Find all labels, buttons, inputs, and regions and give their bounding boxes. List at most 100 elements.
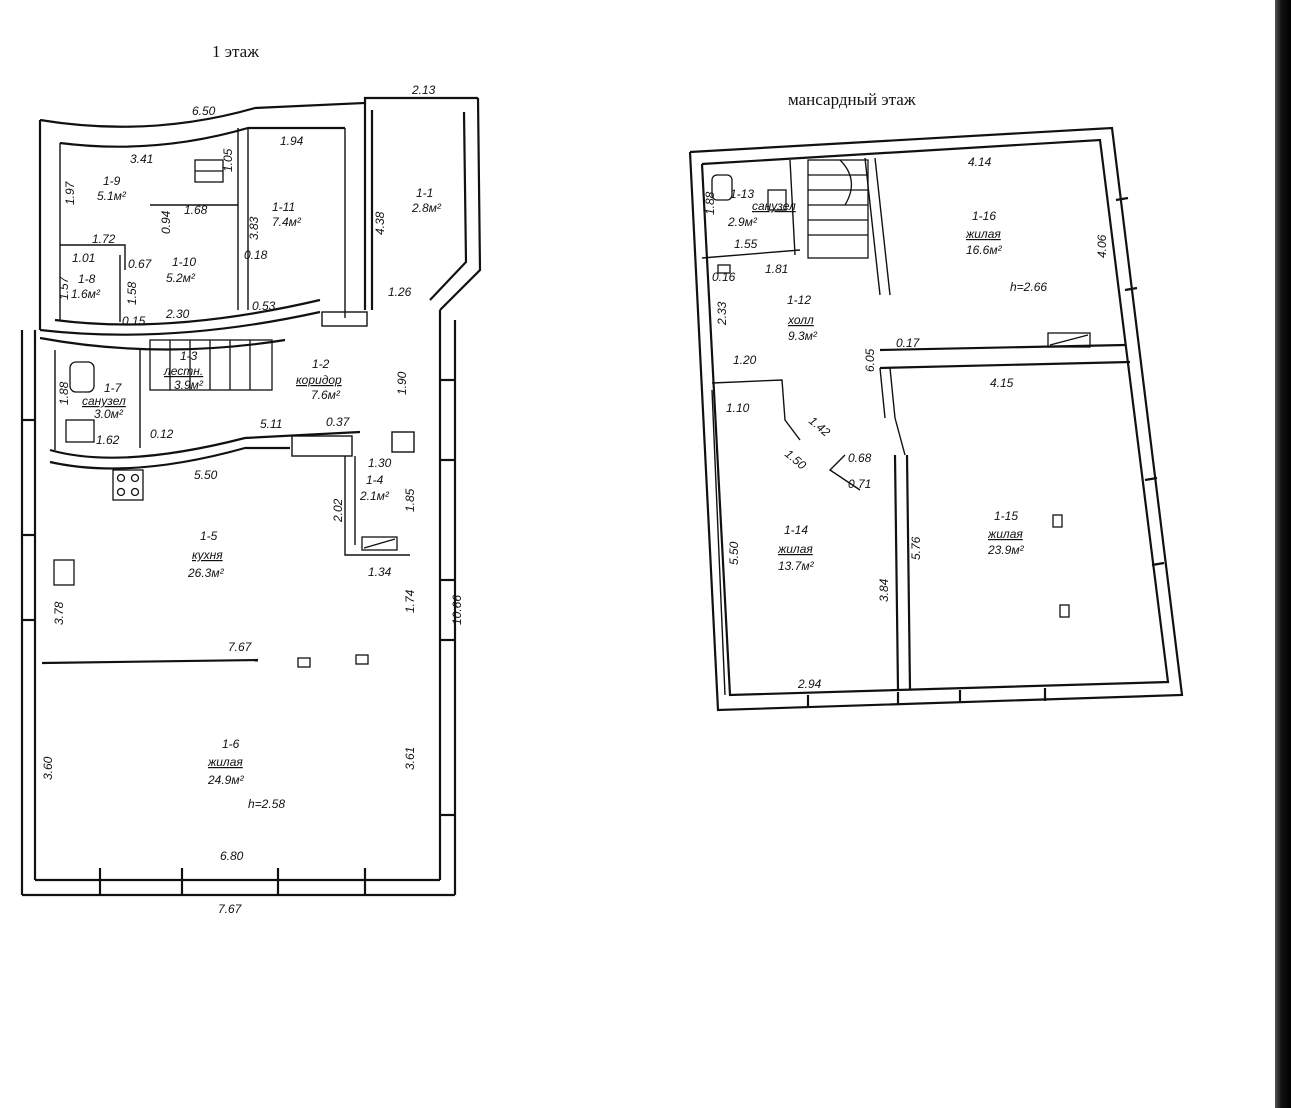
room-label-1-8-id: 1-8 <box>78 272 96 286</box>
room-label-1-16-id: 1-16 <box>972 209 996 223</box>
scan-shadow-edge <box>1275 0 1291 1108</box>
dim-label: 6.05 <box>863 348 877 372</box>
room-label-1-15-area: 23.9м² <box>987 543 1025 557</box>
dim-label: 1.10 <box>726 401 750 415</box>
dim-label: 2.30 <box>165 307 190 321</box>
room-label-1-5-id: 1-5 <box>200 529 218 543</box>
room-label-1-14-id: 1-14 <box>784 523 808 537</box>
dim-label: 1.72 <box>92 232 116 246</box>
dim-label: 3.84 <box>877 578 891 602</box>
dim-label: 2.02 <box>331 498 345 523</box>
dim-label: 3.41 <box>130 152 153 166</box>
dim-label: 1.97 <box>63 180 77 205</box>
attic-floor-walls <box>688 126 1184 712</box>
dim-label: 1.57 <box>57 275 71 300</box>
dim-label: 1.94 <box>280 134 304 148</box>
dim-label: 3.60 <box>41 756 55 780</box>
room-label-1-7-area: 3.0м² <box>94 407 124 421</box>
dim-label: 1.50 <box>782 447 809 473</box>
dim-label: 1.01 <box>72 251 95 265</box>
room-label-1-6-id: 1-6 <box>222 737 240 751</box>
room-label-1-1-area: 2.8м² <box>411 201 442 215</box>
room-label-1-14-name: жилая <box>777 542 813 556</box>
room-label-1-11-id: 1-11 <box>272 200 295 214</box>
room-label-1-12-name: холл <box>787 313 814 327</box>
dim-label: 2.94 <box>797 677 822 691</box>
room-label-1-2-area: 7.6м² <box>311 388 341 402</box>
dim-label: 4.15 <box>990 376 1014 390</box>
attic-floor-title: мансардный этаж <box>788 90 916 109</box>
dim-label: 1.88 <box>57 381 71 405</box>
dim-label: 0.18 <box>244 248 268 262</box>
dim-label: 7.67 <box>218 902 243 916</box>
dim-label: 2.33 <box>715 301 729 326</box>
dim-label: 4.38 <box>373 211 387 235</box>
room-label-1-5-name: кухня <box>192 548 223 562</box>
room-label-1-16-name: жилая <box>965 227 1001 241</box>
dim-label: 1.26 <box>388 285 412 299</box>
room-label-1-6-area: 24.9м² <box>207 773 245 787</box>
room-label-1-11-area: 7.4м² <box>272 215 302 229</box>
room-label-1-3-name: лестн. <box>163 364 203 378</box>
room-label-1-14-area: 13.7м² <box>778 559 815 573</box>
room-label-1-15-id: 1-15 <box>994 509 1018 523</box>
room-label-1-10-id: 1-10 <box>172 255 196 269</box>
dim-label: 3.78 <box>52 601 66 625</box>
room-label-1-10-area: 5.2м² <box>166 271 196 285</box>
dim-label: 7.67 <box>228 640 253 654</box>
first-floor-height: h=2.58 <box>248 797 285 811</box>
room-label-1-2-name: коридор <box>296 373 342 387</box>
room-label-1-12-area: 9.3м² <box>788 329 818 343</box>
dim-label: 1.42 <box>806 414 833 440</box>
dim-label: 5.11 <box>260 417 282 431</box>
dim-label: 1.88 <box>703 191 717 215</box>
dim-label: 0.37 <box>326 415 351 429</box>
dim-label: 1.05 <box>221 148 235 172</box>
room-label-1-8-area: 1.6м² <box>71 287 101 301</box>
first-floor-title: 1 этаж <box>212 42 259 61</box>
first-floor-fixtures <box>53 159 398 668</box>
room-label-1-3-id: 1-3 <box>180 349 198 363</box>
dim-label: 0.17 <box>896 336 921 350</box>
dim-label: 5.50 <box>727 541 741 565</box>
first-floor-dimensions: 6.50 2.13 1.94 3.41 1.97 1.05 1.68 0.94 … <box>41 83 464 916</box>
attic-floor-dimensions: 1.88 1.55 0.16 1.81 4.14 4.06 2.33 6.05 … <box>703 155 1109 691</box>
room-label-1-4-area: 2.1м² <box>359 489 390 503</box>
dim-label: 1.68 <box>184 203 208 217</box>
dim-label: 0.71 <box>848 477 871 491</box>
dim-label: 10.66 <box>450 595 464 625</box>
room-label-1-13-id: 1-13 <box>730 187 754 201</box>
room-label-1-16-area: 16.6м² <box>966 243 1003 257</box>
dim-label: 1.85 <box>403 488 417 512</box>
dim-label: 0.15 <box>122 314 146 328</box>
dim-label: 1.30 <box>368 456 392 470</box>
room-label-1-4-id: 1-4 <box>366 473 384 487</box>
dim-label: 1.34 <box>368 565 392 579</box>
dim-label: 5.50 <box>194 468 218 482</box>
attic-floor-room-labels: 1-12 холл 9.3м² 1-13 санузел 2.9м² 1-14 … <box>727 187 1047 573</box>
room-label-1-9-area: 5.1м² <box>97 189 127 203</box>
room-label-1-2-id: 1-2 <box>312 357 330 371</box>
dim-label: 1.90 <box>395 371 409 395</box>
dim-label: 0.67 <box>128 257 153 271</box>
dim-label: 0.94 <box>159 210 173 234</box>
dim-label: 1.81 <box>765 262 788 276</box>
dim-label: 0.16 <box>712 270 736 284</box>
room-label-1-9-id: 1-9 <box>103 174 121 188</box>
dim-label: 2.13 <box>411 83 436 97</box>
room-label-1-12-id: 1-12 <box>787 293 811 307</box>
room-label-1-15-name: жилая <box>987 527 1023 541</box>
first-floor-walls <box>20 96 482 897</box>
dim-label: 1.55 <box>734 237 758 251</box>
room-label-1-5-area: 26.3м² <box>187 566 225 580</box>
room-label-1-7-name: санузел <box>82 394 126 408</box>
dim-label: 0.68 <box>848 451 872 465</box>
room-label-1-3-area: 3.9м² <box>174 378 204 392</box>
dim-label: 0.53 <box>252 299 276 313</box>
dim-label: 1.74 <box>403 589 417 613</box>
dim-label: 4.14 <box>968 155 992 169</box>
first-floor-room-labels: 1-1 2.8м² 1-2 коридор 7.6м² 1-3 лестн. 3… <box>71 174 442 811</box>
dim-label: 0.12 <box>150 427 174 441</box>
dim-label: 3.83 <box>247 216 261 240</box>
